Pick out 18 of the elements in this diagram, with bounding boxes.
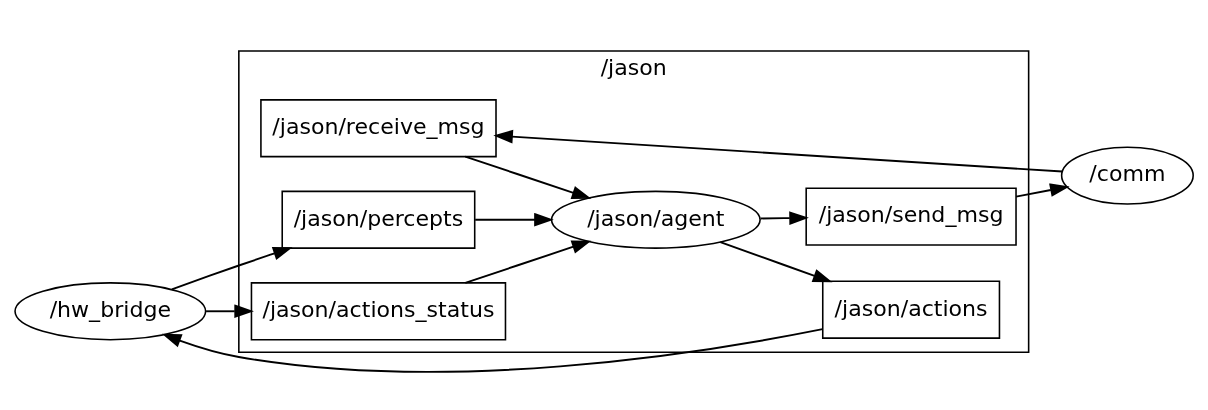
arrow	[1015, 182, 1070, 198]
arrow	[170, 246, 293, 290]
node-ellipse: /hw_bridge	[14, 281, 207, 340]
arrow	[493, 129, 1064, 172]
arrow	[464, 239, 592, 284]
node-ellipse: /jason/agent	[550, 190, 761, 249]
node-box: /jason/send_msg	[805, 186, 1017, 246]
node-box: /jason/percepts	[281, 190, 476, 249]
arrow	[161, 327, 824, 373]
node-box: /jason/actions	[821, 280, 1001, 339]
arrow	[464, 155, 592, 199]
node-box: /jason/actions_status	[250, 281, 507, 340]
arrow	[759, 210, 809, 225]
arrow	[719, 240, 833, 282]
arrow	[205, 303, 254, 318]
node-box: /jason/receive_msg	[260, 98, 497, 157]
node-ellipse: /comm	[1060, 145, 1194, 205]
arrow	[474, 212, 554, 227]
